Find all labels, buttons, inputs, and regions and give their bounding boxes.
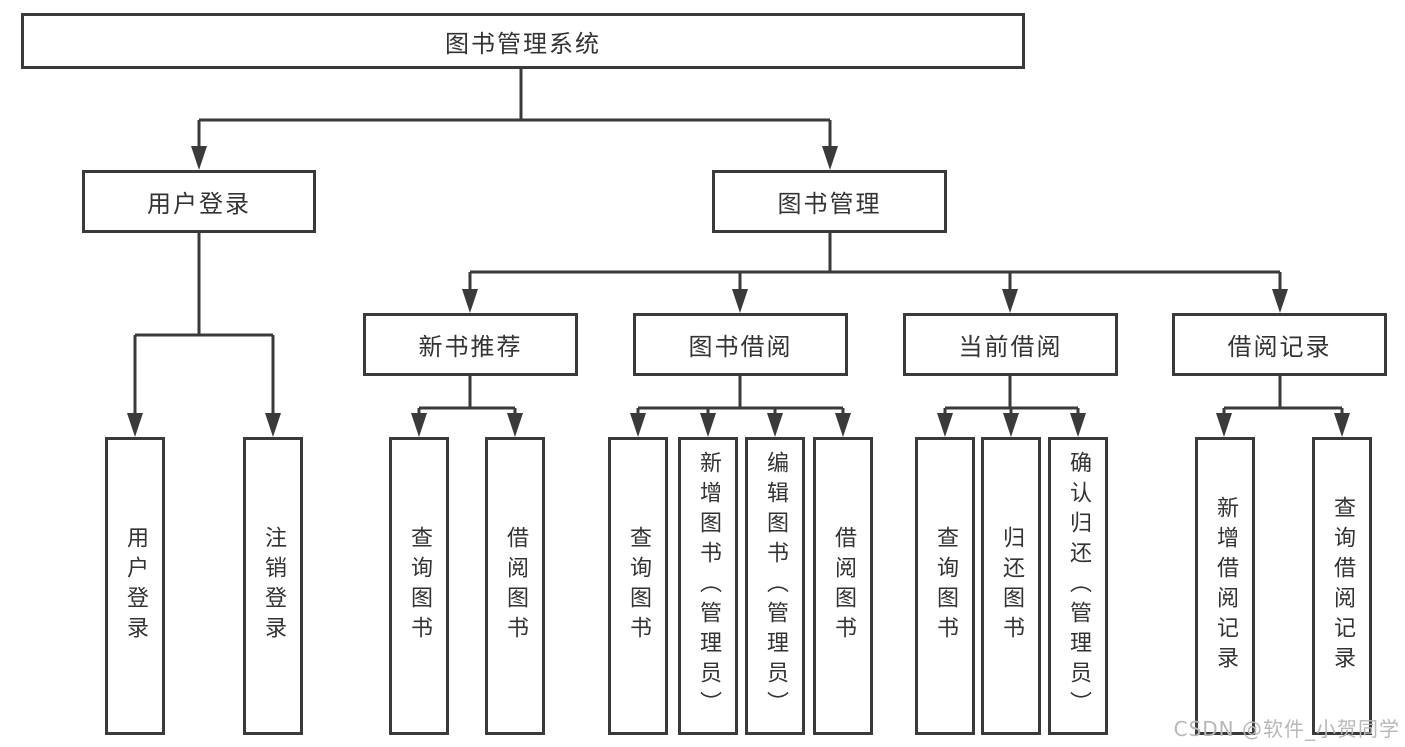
leaf-label: 查询借阅记录 <box>1330 496 1355 676</box>
leaf-add-borrow-record: 新增借阅记录 <box>1195 437 1255 735</box>
node-book-borrowing-label: 图书借阅 <box>688 333 793 361</box>
leaf-label: 注销登录 <box>261 526 286 646</box>
leaf-label: 新增图书（管理员） <box>696 451 721 721</box>
leaf-query-books-borrowing: 查询图书 <box>608 437 668 735</box>
node-book-borrowing: 图书借阅 <box>633 313 848 376</box>
leaf-logout: 注销登录 <box>243 437 303 735</box>
leaf-label: 借阅图书 <box>831 526 856 646</box>
node-root: 图书管理系统 <box>21 13 1025 69</box>
leaf-borrow-books-recommend: 借阅图书 <box>485 437 545 735</box>
node-borrowing-records-label: 借阅记录 <box>1227 333 1332 361</box>
leaf-label: 新增借阅记录 <box>1213 496 1238 676</box>
node-current-borrowing: 当前借阅 <box>903 313 1118 376</box>
leaf-label: 查询图书 <box>407 526 432 646</box>
leaf-query-books-recommend: 查询图书 <box>389 437 449 735</box>
leaf-label: 查询图书 <box>626 526 651 646</box>
leaf-user-login: 用户登录 <box>105 437 165 735</box>
node-borrowing-records: 借阅记录 <box>1172 313 1387 376</box>
node-new-book-recommend-label: 新书推荐 <box>418 333 523 361</box>
watermark: CSDN @软件_小贺同学 <box>1173 717 1400 741</box>
leaf-add-books-admin: 新增图书（管理员） <box>678 437 738 735</box>
leaf-borrow-books-borrowing: 借阅图书 <box>813 437 873 735</box>
leaf-label: 借阅图书 <box>503 526 528 646</box>
node-user-login-label: 用户登录 <box>147 190 251 218</box>
leaf-confirm-return-admin: 确认归还（管理员） <box>1048 437 1108 735</box>
leaf-label: 用户登录 <box>123 526 148 646</box>
node-user-login: 用户登录 <box>82 170 316 233</box>
leaf-query-borrow-record: 查询借阅记录 <box>1312 437 1372 735</box>
node-book-management-label: 图书管理 <box>777 190 882 218</box>
leaf-label: 编辑图书（管理员） <box>763 451 788 721</box>
node-root-label: 图书管理系统 <box>445 29 601 58</box>
node-book-management: 图书管理 <box>712 170 947 233</box>
leaf-label: 归还图书 <box>999 526 1024 646</box>
leaf-label: 确认归还（管理员） <box>1066 451 1091 721</box>
leaf-edit-books-admin: 编辑图书（管理员） <box>745 437 805 735</box>
leaf-query-books-current: 查询图书 <box>915 437 975 735</box>
leaf-label: 查询图书 <box>933 526 958 646</box>
node-new-book-recommend: 新书推荐 <box>363 313 578 376</box>
node-current-borrowing-label: 当前借阅 <box>958 333 1063 361</box>
leaf-return-books: 归还图书 <box>981 437 1041 735</box>
